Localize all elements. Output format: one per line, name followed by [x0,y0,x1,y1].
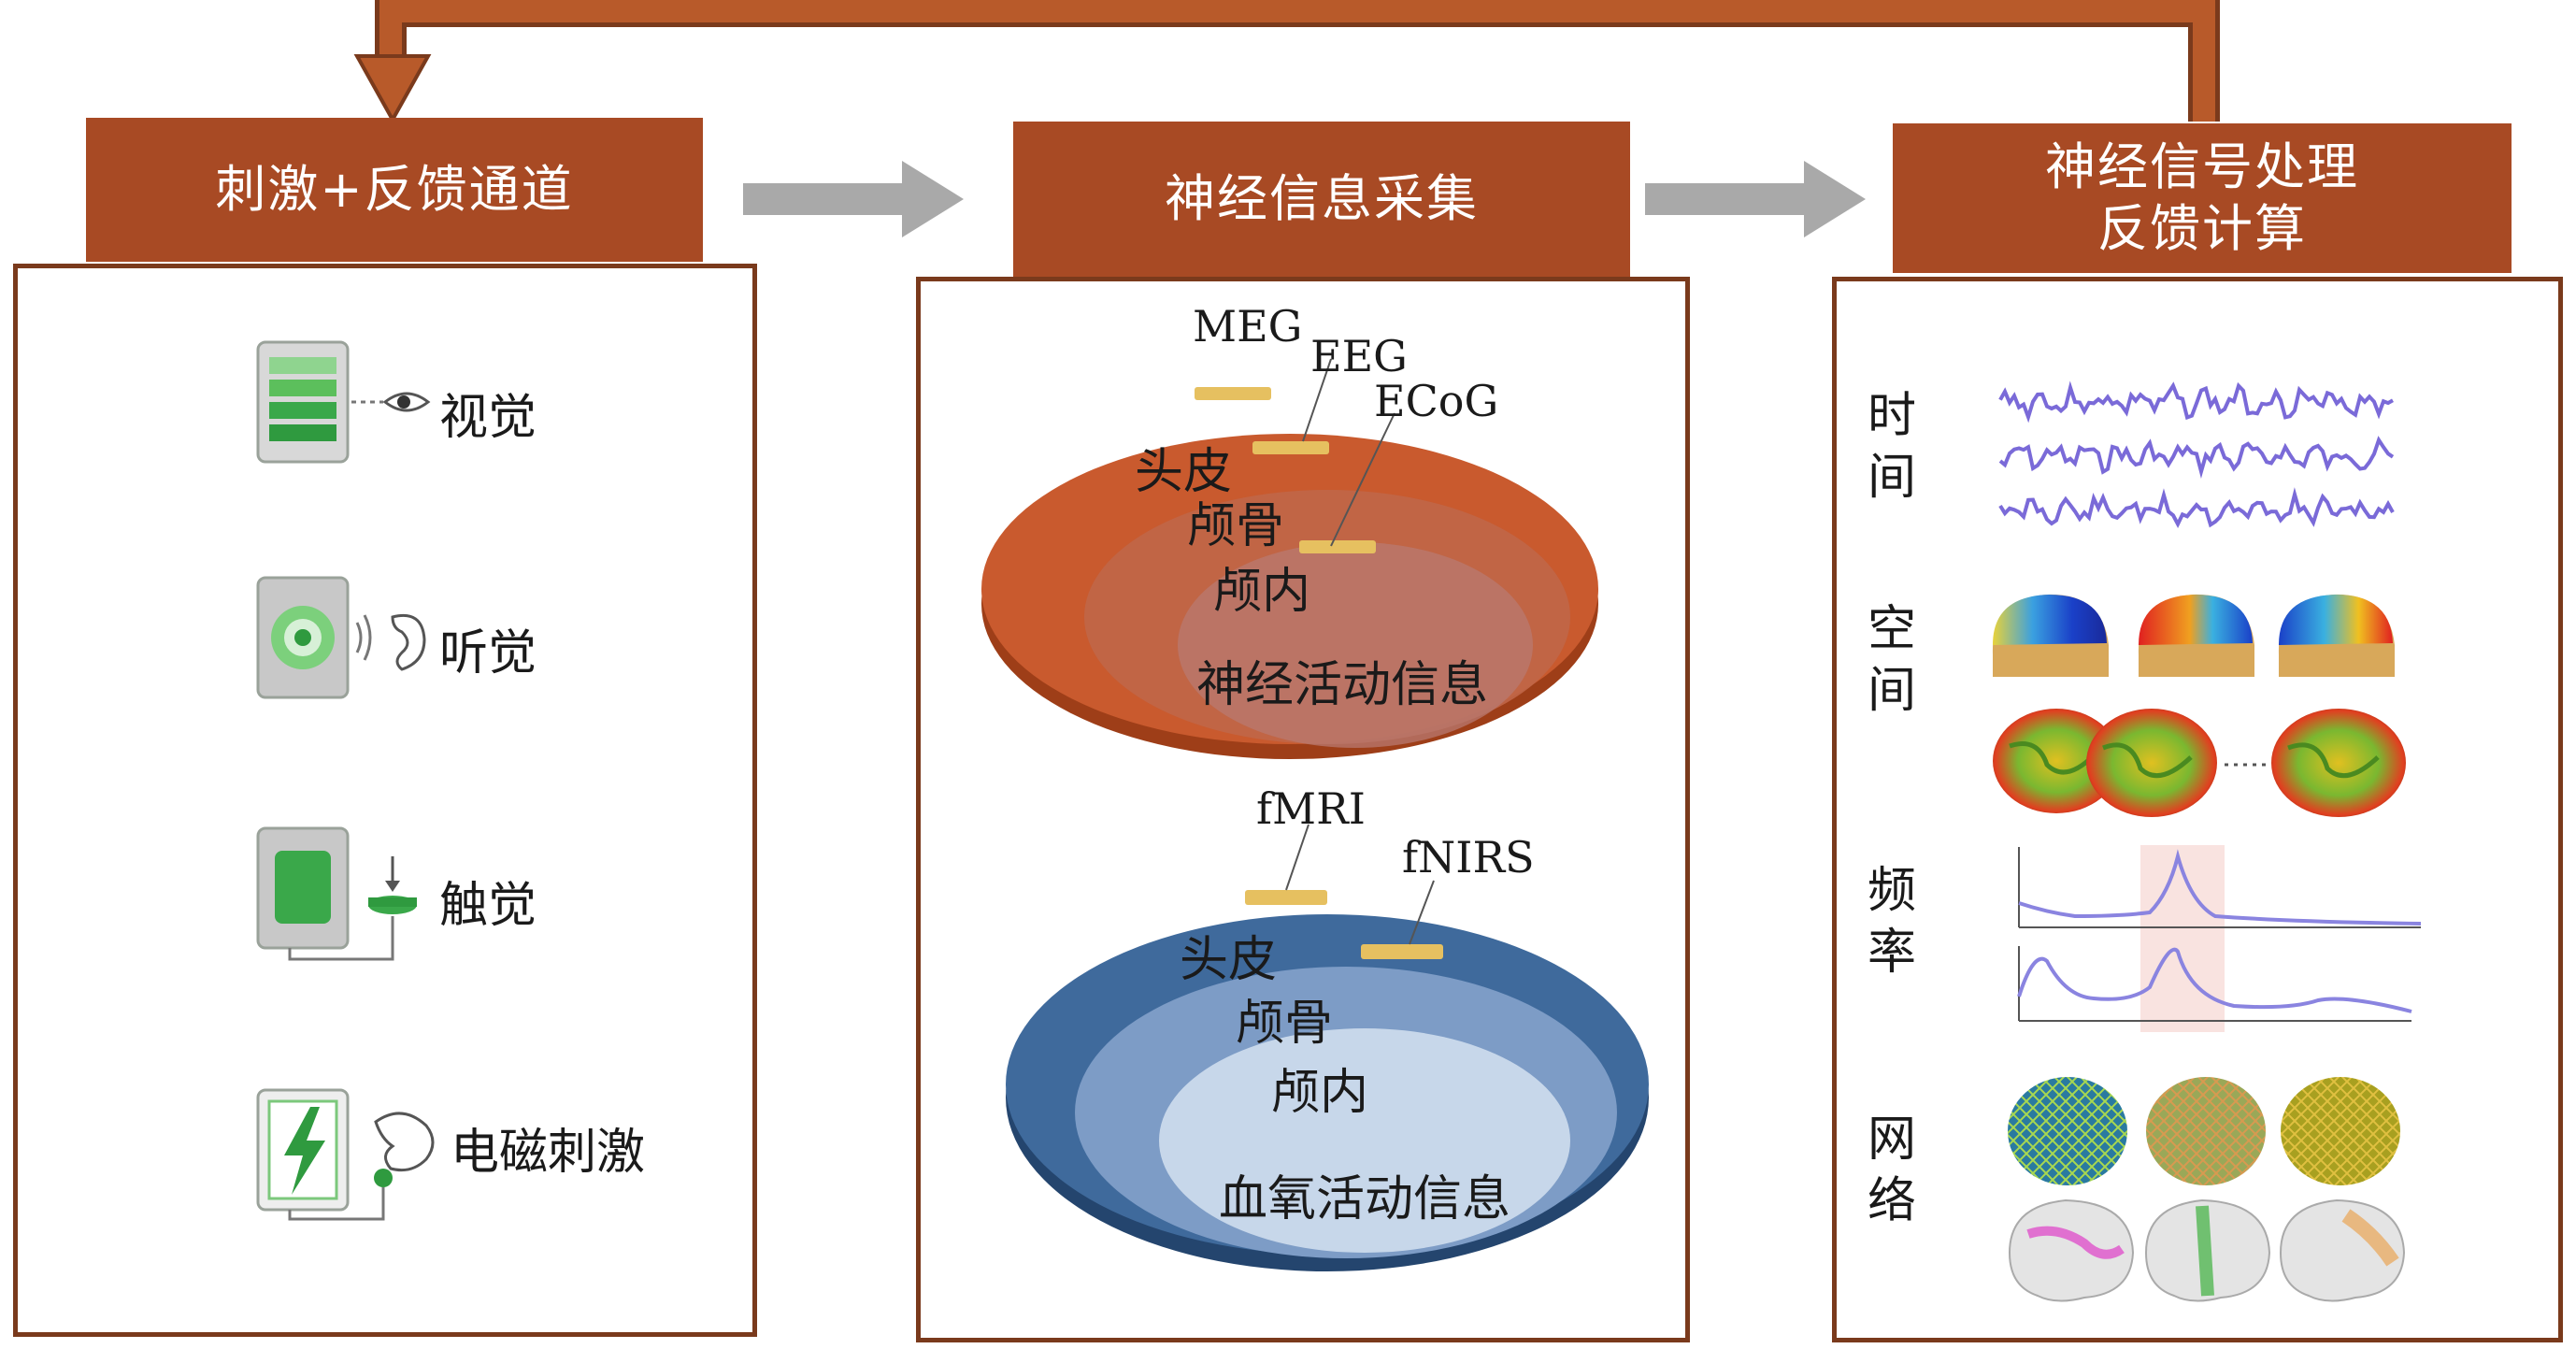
time-trace-2 [1998,436,2395,479]
cortex-1 [1993,709,2120,813]
visual-label: 视觉 [439,390,537,446]
tactile-label: 触觉 [439,878,537,934]
fmri-label: fMRI [1256,783,1366,834]
flow-arrow-2 [1645,161,1866,237]
processing-header: 神经信号处理 反馈计算 [1893,123,2512,273]
acquisition-header: 神经信息采集 [1013,122,1630,277]
processing-title-line1: 神经信号处理 [2045,137,2359,197]
spectrum-1 [2018,849,2422,926]
flow-arrow-1 [743,161,964,237]
eye-icon [256,340,431,464]
eeg-label: EEG [1310,331,1408,381]
fnirs-leader-line [1409,880,1435,945]
network-globe-1 [2008,1077,2127,1185]
network-maps [2008,1077,2406,1302]
em-stimulation-label: 电磁刺激 [451,1125,646,1181]
topomaps [1992,594,2395,677]
network-brain-2 [2144,1198,2271,1302]
eeg-leader-line [1302,358,1332,442]
time-traces [1998,380,2395,529]
acquisition-title: 神经信息采集 [1165,169,1479,229]
scalp-label-electrical: 头皮 [1135,444,1233,500]
meg-label: MEG [1193,301,1303,352]
cortex-2 [2086,709,2217,817]
stimulus-feedback-title: 刺激+反馈通道 [215,160,574,220]
topomap-2 [2138,594,2254,677]
time-trace-1 [1998,380,2394,423]
network-brain-3 [2279,1198,2406,1302]
scalp-label-hemodynamic: 头皮 [1180,932,1278,988]
stimulus-feedback-header: 刺激+反馈通道 [86,118,703,262]
ecog-leader-line [1330,412,1395,547]
fnirs-label: fNIRS [1402,832,1535,883]
space-domain-label: 空间 [1867,601,1916,719]
fmri-leader-line [1285,824,1309,891]
network-domain-label: 网络 [1867,1112,1916,1229]
electrical-disc [981,434,1598,759]
frequency-spectra [2017,845,2422,1032]
neural-activity-label: 神经活动信息 [1196,657,1489,713]
ear-icon [256,576,426,699]
processing-title-line2: 反馈计算 [2097,199,2307,258]
cortex-3 [2271,709,2406,817]
spectrum-2 [2017,947,2412,1013]
hemodynamic-disc [1006,914,1649,1271]
topomap-1 [1992,594,2109,677]
topomap-3 [2278,594,2395,677]
fmri-sensor [1245,890,1327,905]
frequency-domain-label: 频率 [1867,863,1916,981]
fnirs-sensor [1361,944,1443,959]
intracranial-label-electrical: 颅内 [1213,564,1311,620]
alpha-band-highlight [2140,845,2225,1032]
skull-label-electrical: 颅骨 [1187,498,1285,554]
skull-label-hemodynamic: 颅骨 [1236,996,1334,1052]
ecog-sensor [1299,540,1376,553]
cortical-maps [1993,709,2406,817]
auditory-label: 听觉 [439,625,537,682]
lightning-icon [256,1088,435,1221]
network-brain-1 [2008,1198,2135,1302]
network-globe-3 [2281,1077,2400,1185]
network-globe-2 [2146,1077,2266,1185]
touch-icon [256,826,417,961]
ecog-label: ECoG [1374,376,1499,426]
blood-oxygen-label: 血氧活动信息 [1219,1171,1511,1227]
meg-sensor [1195,387,1271,400]
eeg-sensor [1252,441,1329,454]
time-domain-label: 时间 [1867,388,1916,506]
time-trace-3 [1998,487,2395,529]
intracranial-label-hemodynamic: 颅内 [1271,1065,1369,1121]
